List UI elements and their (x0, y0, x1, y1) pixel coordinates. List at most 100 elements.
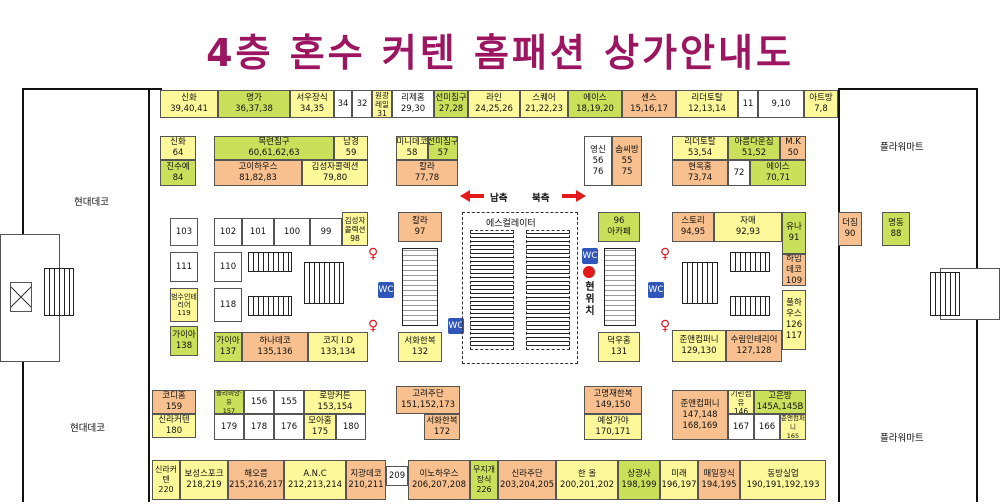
store-155[interactable]: 155 (274, 390, 304, 414)
store-101[interactable]: 101 (242, 218, 274, 246)
store-102[interactable]: 102 (214, 218, 242, 246)
store-72[interactable]: 72 (728, 160, 750, 186)
store-top-15[interactable]: 9,10 (758, 90, 804, 118)
store-111[interactable]: 111 (170, 252, 198, 282)
store-166[interactable]: 166 (754, 414, 780, 440)
flower-mart-top-label: 플라워마트 (880, 142, 924, 153)
store-156[interactable]: 156 (244, 390, 274, 414)
store-118[interactable]: 118 (214, 288, 242, 322)
store-167[interactable]: 167 (728, 414, 754, 440)
store-178[interactable]: 178 (244, 414, 274, 440)
store-103[interactable]: 103 (170, 218, 198, 246)
store-179[interactable]: 179 (214, 414, 244, 440)
store-name: 지광데코 (350, 469, 382, 479)
store-top-4[interactable]: 34 (334, 90, 352, 118)
flower-mart-bottom-label: 플라워마트 (880, 433, 924, 444)
store-180[interactable]: 180 (336, 414, 366, 440)
store-top-14[interactable]: 11 (738, 90, 758, 118)
store-top-5[interactable]: 32 (352, 90, 372, 118)
store-99[interactable]: 99 (310, 218, 342, 246)
page-title: 4층 혼수 커텐 홈패션 상가안내도 (206, 31, 794, 75)
store-176[interactable]: 176 (274, 414, 304, 440)
store-110[interactable]: 110 (214, 252, 242, 282)
store-bottom-6[interactable]: 209 (386, 466, 408, 486)
store-100[interactable]: 100 (274, 218, 310, 246)
store-number: 210,211 (348, 480, 384, 490)
